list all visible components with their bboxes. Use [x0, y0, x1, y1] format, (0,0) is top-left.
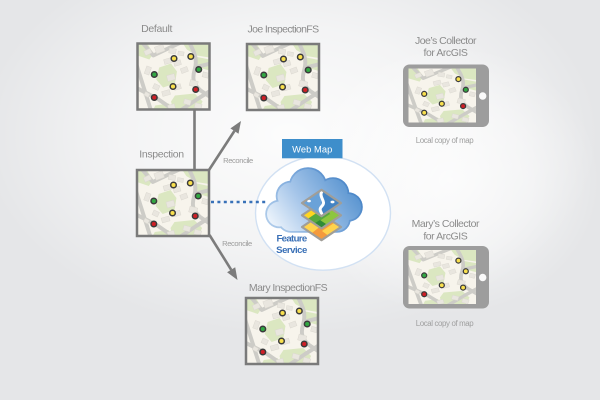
- svg-text:Feature: Feature: [276, 234, 306, 245]
- svg-text:Mary’s Collector: Mary’s Collector: [412, 218, 480, 230]
- svg-text:Service: Service: [276, 245, 307, 256]
- svg-text:for ArcGIS: for ArcGIS: [423, 230, 467, 242]
- svg-text:for ArcGIS: for ArcGIS: [424, 47, 468, 59]
- svg-text:Web Map: Web Map: [292, 144, 332, 154]
- svg-text:Reconcile: Reconcile: [223, 156, 253, 165]
- svg-text:Local copy of map: Local copy of map: [416, 136, 475, 145]
- svg-text:Local copy of map: Local copy of map: [416, 319, 475, 328]
- svg-text:Default: Default: [141, 23, 172, 35]
- svg-text:Reconcile: Reconcile: [222, 239, 252, 248]
- svg-text:Joe InspectionFS: Joe InspectionFS: [248, 24, 320, 36]
- svg-text:Inspection: Inspection: [139, 149, 184, 161]
- svg-text:Joe’s Collector: Joe’s Collector: [415, 35, 477, 47]
- svg-text:Mary InspectionFS: Mary InspectionFS: [249, 282, 328, 294]
